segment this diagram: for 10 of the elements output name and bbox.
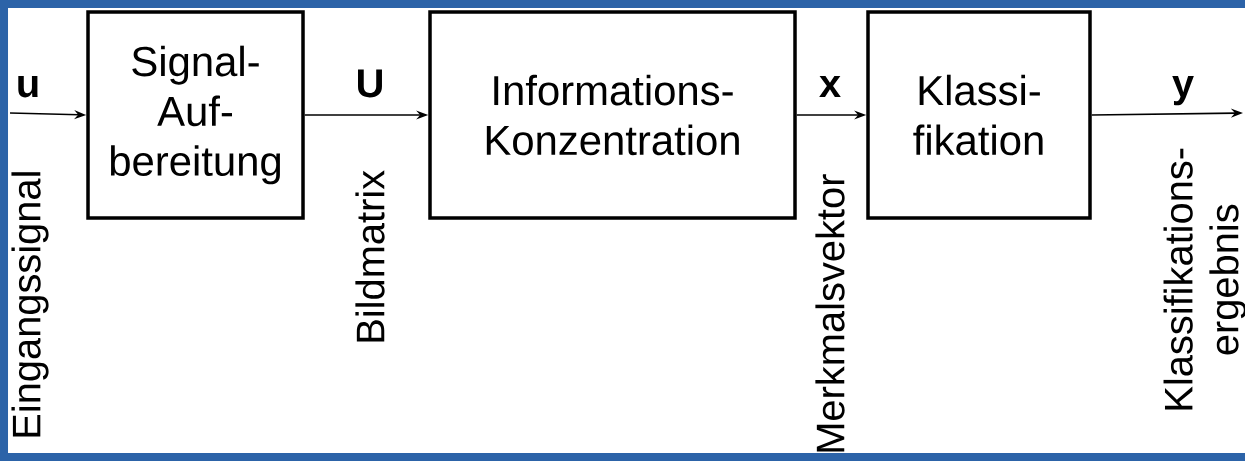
process-box: Klassi- fikation <box>866 10 1092 220</box>
signal-name: Bildmatrix <box>355 170 385 342</box>
process-box: Informations- Konzentration <box>428 10 797 220</box>
signal-symbol: U <box>358 69 382 98</box>
signal-symbol: u <box>18 75 38 98</box>
signal-name: Merkmalsvektor <box>815 174 845 452</box>
signal-symbol: y <box>1172 75 1194 106</box>
signal-name: Eingangssignal <box>11 172 49 437</box>
process-box: Signal- Auf- bereitung <box>86 10 305 220</box>
signal-symbol: x <box>819 75 841 97</box>
